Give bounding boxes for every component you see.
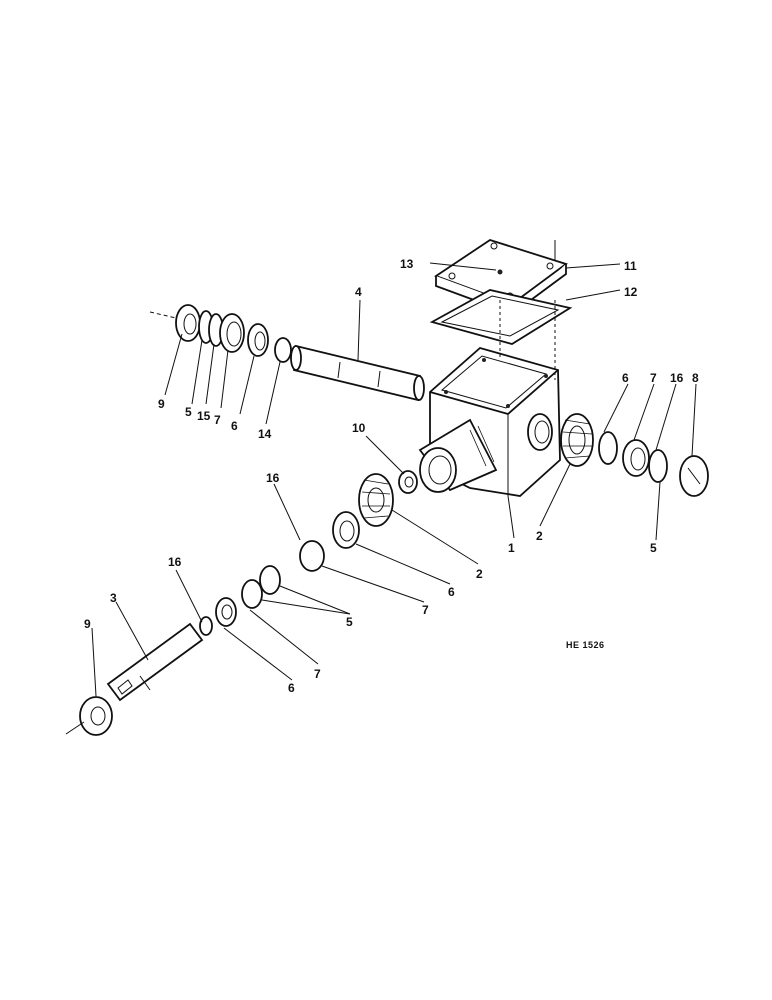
leader-lines xyxy=(91,262,697,697)
callout-9-top: 9 xyxy=(158,397,165,411)
cover-assembly xyxy=(429,239,573,380)
callout-15: 16 xyxy=(168,555,182,569)
callout-6-mid: 6 xyxy=(448,585,455,599)
callout-7-right: 7 xyxy=(650,371,657,385)
callout-6-top: 6 xyxy=(231,419,238,433)
lower-shaft-assembly xyxy=(65,470,418,736)
callout-16-right: 16 xyxy=(670,371,684,385)
callout-2-left: 2 xyxy=(476,567,483,581)
callout-11: 11 xyxy=(624,259,637,273)
callout-4: 4 xyxy=(355,285,362,299)
callout-8: 8 xyxy=(692,371,699,385)
callout-12: 12 xyxy=(624,285,638,299)
callout-3: 3 xyxy=(110,591,117,605)
callout-5-right: 5 xyxy=(650,541,657,555)
gearbox-housing xyxy=(418,347,561,497)
right-pinion-assembly xyxy=(560,413,709,497)
callout-9-lower: 9 xyxy=(84,617,91,631)
callout-6-lower: 6 xyxy=(288,681,295,695)
callout-7-mid: 7 xyxy=(422,603,429,617)
callout-7-top: 7 xyxy=(214,413,221,427)
callout-16-top: 15 xyxy=(197,409,211,423)
callout-7-lower: 7 xyxy=(314,667,321,681)
callout-16-lower: 16 xyxy=(266,471,280,485)
upper-shaft-assembly xyxy=(149,304,425,402)
callout-5-top: 5 xyxy=(185,405,192,419)
callout-labels: 13 11 12 4 9 5 15 7 6 14 10 1 2 2 6 7 6 … xyxy=(84,257,699,695)
callout-6-right: 6 xyxy=(622,371,629,385)
callout-13: 14 xyxy=(258,427,272,441)
callout-14: 13 xyxy=(400,257,414,271)
callout-2-right: 2 xyxy=(536,529,543,543)
callout-5-lower: 5 xyxy=(346,615,353,629)
callout-1: 1 xyxy=(508,541,515,555)
callout-10: 10 xyxy=(352,421,366,435)
figure-reference: HE 1526 xyxy=(566,640,605,650)
